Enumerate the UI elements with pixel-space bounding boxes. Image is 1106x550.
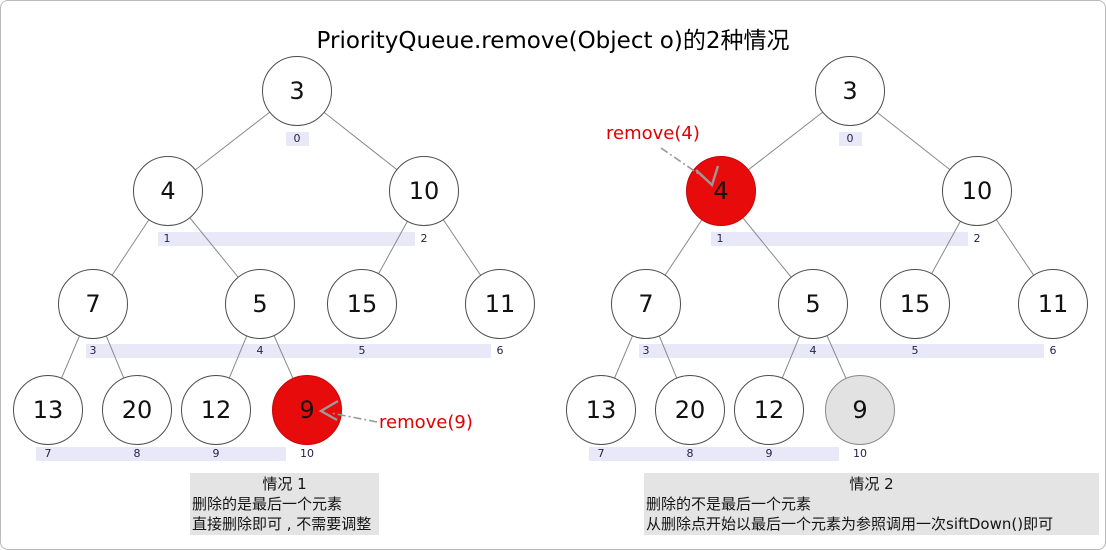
index-label: 0 (293, 132, 301, 145)
heap-node-remove-target: 4 (686, 156, 756, 226)
index-label: 0 (846, 132, 854, 145)
heap-node: 3 (815, 56, 885, 126)
index-label: 10 (300, 447, 314, 460)
caption-heading: 情况 2 (849, 475, 894, 493)
heap-node: 7 (58, 269, 128, 339)
index-label: 5 (911, 344, 919, 357)
caption-case2: 情况 2 删除的不是最后一个元素 从删除点开始以最后一个元素为参照调用一次sif… (644, 473, 1099, 535)
heap-node: 11 (1018, 269, 1088, 339)
index-label: 3 (89, 344, 97, 357)
index-label: 10 (853, 447, 867, 460)
index-label: 6 (496, 344, 504, 357)
index-label: 4 (809, 344, 817, 357)
index-band-row0 (839, 132, 862, 146)
index-band-row1 (158, 232, 415, 246)
caption-line: 直接删除即可 , 不需要调整 (192, 515, 372, 533)
index-band-row2 (86, 344, 491, 358)
heap-node: 10 (389, 156, 459, 226)
caption-heading: 情况 1 (262, 475, 307, 493)
caption-line: 从删除点开始以最后一个元素为参照调用一次siftDown()即可 (646, 515, 1054, 533)
heap-node: 20 (655, 375, 725, 445)
heap-node: 5 (778, 269, 848, 339)
index-band-row1 (711, 232, 968, 246)
remove-annotation-label: remove(4) (606, 123, 700, 144)
heap-node: 10 (942, 156, 1012, 226)
heap-node: 13 (13, 375, 83, 445)
index-label: 8 (133, 447, 141, 460)
caption-case1: 情况 1 删除的是最后一个元素 直接删除即可 , 不需要调整 (190, 473, 379, 535)
index-band-row3 (589, 447, 839, 461)
index-label: 7 (44, 447, 52, 460)
heap-node: 5 (225, 269, 295, 339)
index-label: 7 (597, 447, 605, 460)
heap-tree-case1: 0 1 2 3 4 5 6 7 8 9 10 3 4 10 7 5 15 11 … (1, 1, 554, 549)
index-band-row0 (286, 132, 309, 146)
heap-node: 12 (734, 375, 804, 445)
heap-node: 13 (566, 375, 636, 445)
caption-line: 删除的不是最后一个元素 (646, 495, 812, 513)
remove-annotation-label: remove(9) (379, 412, 473, 433)
page-title: PriorityQueue.remove(Object o)的2种情况 (316, 28, 790, 54)
heap-node: 15 (327, 269, 397, 339)
heap-node: 4 (133, 156, 203, 226)
index-band-row3 (36, 447, 286, 461)
heap-node-remove-target: 9 (272, 375, 342, 445)
heap-node: 11 (465, 269, 535, 339)
heap-node-last-element: 9 (825, 375, 895, 445)
index-label: 8 (686, 447, 694, 460)
index-label: 6 (1049, 344, 1057, 357)
heap-node: 3 (262, 56, 332, 126)
index-label: 9 (212, 447, 220, 460)
heap-node: 12 (181, 375, 251, 445)
index-label: 1 (716, 232, 724, 245)
caption-line: 删除的是最后一个元素 (192, 495, 343, 513)
index-label: 9 (765, 447, 773, 460)
index-label: 2 (973, 232, 981, 245)
index-label: 2 (420, 232, 428, 245)
heap-tree-case2: 0 1 2 3 4 5 6 7 8 9 10 3 4 10 7 5 15 11 … (554, 1, 1105, 549)
index-band-row2 (639, 344, 1044, 358)
heap-node: 15 (880, 269, 950, 339)
index-label: 4 (256, 344, 264, 357)
heap-node: 20 (102, 375, 172, 445)
index-label: 1 (163, 232, 171, 245)
heap-node: 7 (611, 269, 681, 339)
index-label: 3 (642, 344, 650, 357)
index-label: 5 (358, 344, 366, 357)
